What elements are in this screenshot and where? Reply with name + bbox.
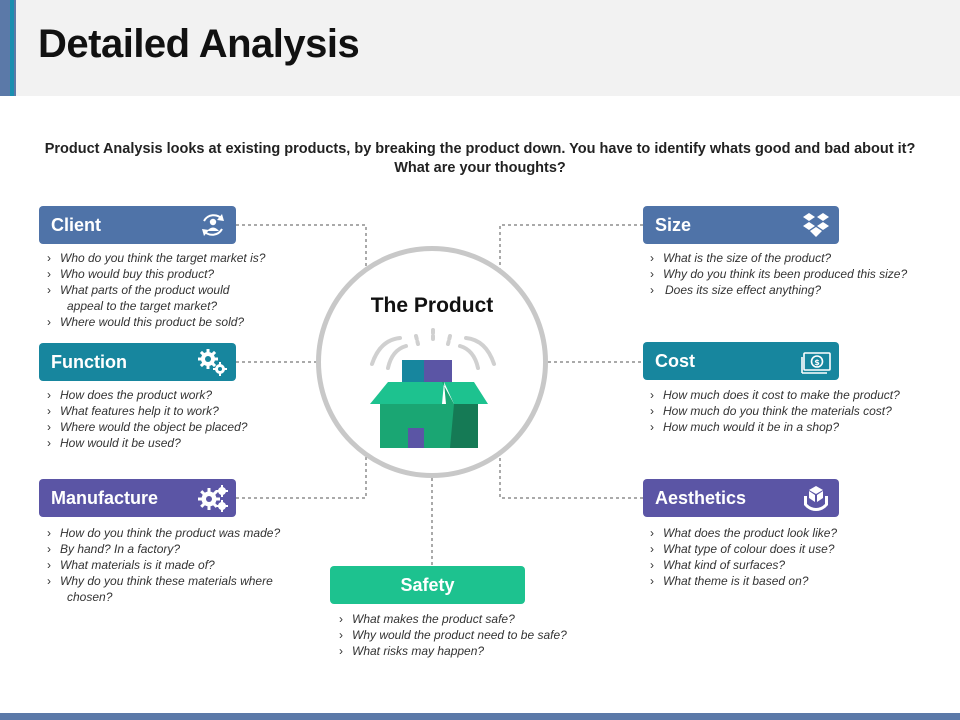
list-item: What is the size of the product? [643,250,953,266]
footer-bar [0,713,960,720]
list-item: What materials is it made of? [40,557,330,573]
list-item: How much would it be in a shop? [643,419,953,435]
manufacture-label-box: Manufacture [39,479,236,517]
accent-bar-inner [10,0,14,96]
cogs-icon [198,485,228,512]
manufacture-label: Manufacture [51,487,159,508]
size-label: Size [655,214,692,235]
function-label-box: Function [39,343,236,381]
money-icon: $ [801,352,831,374]
list-item: What theme is it based on? [643,573,953,589]
header [0,0,960,96]
list-item: Why do you think these materials where [40,573,330,589]
list-item: How do you think the product was made? [40,525,330,541]
intro-text: Product Analysis looks at existing produ… [44,141,916,176]
open-box-icon [370,328,496,448]
product-title: The Product [370,294,494,317]
client-label-box: Client [39,206,236,244]
list-item-continued: chosen? [67,590,113,604]
list-item: What does the product look like? [643,525,953,541]
user-cycle-icon [202,214,224,236]
aesthetics-label: Aesthetics [655,487,747,508]
aesthetics-label-box: Aesthetics [643,479,839,517]
size-list: What is the size of the product? Why do … [643,250,953,298]
list-item: How would it be used? [40,435,320,451]
list-item: What features help it to work? [40,403,320,419]
list-item: Why do you think its been produced this … [643,266,953,282]
list-item: What kind of surfaces? [643,557,953,573]
boxes-icon [803,213,829,237]
list-item: What type of colour does it use? [643,541,953,557]
function-list: How does the product work? What features… [40,387,320,451]
client-label: Client [51,214,102,235]
list-item: Who do you think the target market is? [40,250,320,266]
client-list: Who do you think the target market is? W… [40,250,320,330]
list-item: Who would buy this product? [40,266,320,282]
list-item: How much do you think the materials cost… [643,403,953,419]
list-item: Why would the product need to be safe? [332,627,632,643]
safety-list: What makes the product safe? Why would t… [332,611,632,659]
list-item: What risks may happen? [332,643,632,659]
safety-label-box: Safety [330,566,525,604]
page-title: Detailed Analysis [38,22,360,66]
hand-box-icon [804,486,828,511]
cost-list: How much does it cost to make the produc… [643,387,953,435]
safety-label: Safety [400,574,455,595]
cost-label: Cost [655,350,695,371]
cost-label-box: Cost $ [643,342,839,380]
size-label-box: Size [643,206,839,244]
function-label: Function [51,351,127,372]
list-item: Does its size effect anything? [643,282,953,298]
list-item: What parts of the product would [40,282,320,298]
list-item: How much does it cost to make the produc… [643,387,953,403]
aesthetics-list: What does the product look like? What ty… [643,525,953,589]
list-item: How does the product work? [40,387,320,403]
list-item-continued: appeal to the target market? [67,299,218,313]
list-item: Where would the object be placed? [40,419,320,435]
gears-icon [198,349,227,376]
list-item: By hand? In a factory? [40,541,330,557]
list-item: What makes the product safe? [332,611,632,627]
manufacture-list: How do you think the product was made? B… [40,525,330,605]
list-item: Where would this product be sold? [40,314,320,330]
svg-text:$: $ [814,358,820,367]
